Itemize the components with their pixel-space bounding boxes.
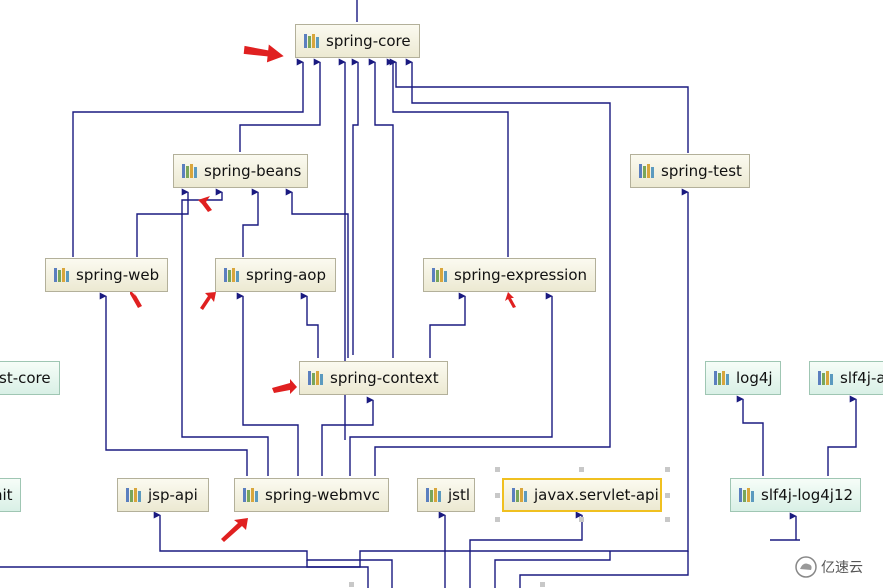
edge-aop-core [351,58,359,355]
node-label: spring-web [76,266,160,284]
edge-webmvc-aop [236,292,299,476]
library-icon [126,488,142,502]
selection-handle[interactable] [349,582,354,587]
node-st-core[interactable]: st-core [0,361,60,395]
edge-bottom-servletapi [469,511,583,588]
edge-beans-core [239,58,321,152]
node-junit[interactable]: nit [0,478,21,512]
edge-webmvc-expression [349,292,553,476]
selection-handle[interactable] [579,517,584,522]
edge-bottom-misc [494,551,611,588]
node-spring-core[interactable]: spring-core [295,24,420,58]
cloud-logo-icon [795,556,817,578]
library-icon [224,268,240,282]
node-slf4j-api[interactable]: slf4j-a [809,361,883,395]
node-slf4j-log4j12[interactable]: slf4j-log4j12 [730,478,861,512]
node-label: spring-core [326,32,411,50]
edge-webmvc-core-right [374,58,611,476]
edge-aop-beans [242,188,259,257]
node-label: javax.servlet-api [534,486,659,504]
library-icon [304,34,320,48]
edge-web-beans [136,188,189,257]
node-spring-expression[interactable]: spring-expression [423,258,596,292]
watermark: 亿速云 [795,556,863,578]
library-icon [512,488,528,502]
node-javax-servlet-api[interactable]: javax.servlet-api [502,478,662,512]
annotation-arrow-context [272,379,297,394]
library-icon [639,164,655,178]
library-icon [182,164,198,178]
edge-bottom-test [0,188,689,568]
edge-bottom-jspapi [153,511,393,588]
selection-handle[interactable] [495,517,500,522]
edge-webmvc-web [99,292,248,476]
node-jstl[interactable]: jstl [417,478,475,512]
node-label: jsp-api [148,486,198,504]
node-label: spring-aop [246,266,327,284]
library-icon [308,371,324,385]
node-label: spring-context [330,369,439,387]
node-spring-web[interactable]: spring-web [45,258,168,292]
edge-context-beans [285,188,349,358]
node-spring-aop[interactable]: spring-aop [215,258,336,292]
edge-test-core [389,58,689,153]
annotation-arrow-core [243,44,284,63]
edge-webmvc-beans [181,188,269,476]
node-label: slf4j-a [840,369,883,387]
node-spring-webmvc[interactable]: spring-webmvc [234,478,389,512]
selection-handle[interactable] [579,467,584,472]
edge-web-core [72,58,304,257]
edge-slf4jlog4j12-slf4japi [827,395,857,476]
library-icon [54,268,70,282]
annotation-arrow-webmvc [221,518,248,542]
edge-context-aop [300,292,319,358]
annotation-arrow-expression [505,292,516,308]
library-icon [714,371,730,385]
selection-handle[interactable] [495,467,500,472]
node-log4j[interactable]: log4j [705,361,781,395]
selection-handle[interactable] [665,467,670,472]
node-label: nit [0,486,13,504]
node-label: spring-expression [454,266,588,284]
node-label: jstl [448,486,471,504]
edge-bottom-right [519,551,689,588]
node-label: spring-webmvc [265,486,380,504]
edge-bottom-webmvc [306,560,369,588]
edge-context-core [368,58,394,358]
node-label: log4j [736,369,773,387]
library-icon [426,488,442,502]
library-icon [818,371,834,385]
watermark-text: 亿速云 [821,560,863,576]
library-icon [432,268,448,282]
library-icon [243,488,259,502]
selection-handle[interactable] [665,517,670,522]
edge-webmvc-context [321,396,374,476]
node-label: spring-beans [204,162,302,180]
node-spring-test[interactable]: spring-test [630,154,750,188]
edge-slf4jlog4j12-log4j [736,395,764,476]
node-label: spring-test [661,162,742,180]
selection-handle[interactable] [495,493,500,498]
library-icon [739,488,755,502]
annotation-arrow-beans [198,196,212,212]
edge-context-expression [429,292,466,358]
node-label: st-core [0,369,51,387]
node-jsp-api[interactable]: jsp-api [117,478,209,512]
annotation-arrow-aop [200,292,216,310]
annotation-arrow-web [130,290,142,308]
node-label: slf4j-log4j12 [761,486,854,504]
node-spring-context[interactable]: spring-context [299,361,448,395]
selection-handle[interactable] [540,582,545,587]
selection-handle[interactable] [665,493,670,498]
node-spring-beans[interactable]: spring-beans [173,154,308,188]
edge-expression-core [386,58,509,257]
